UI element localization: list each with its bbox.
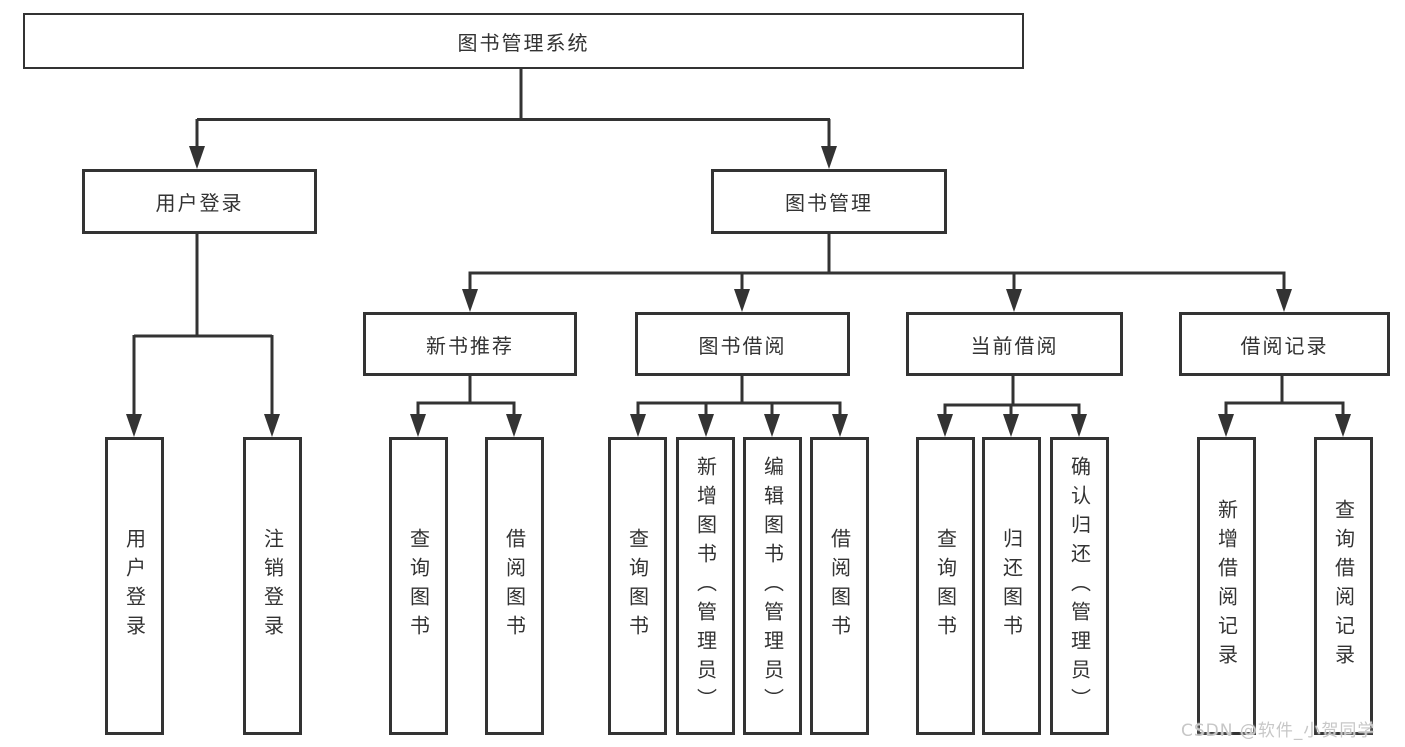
leaf-query-books-current: 查询图书 [916,437,975,735]
node-current-borrowing: 当前借阅 [906,312,1123,376]
node-root-library-system: 图书管理系统 [23,13,1024,69]
node-label: 用户登录 [155,191,244,215]
node-new-book-recommendation: 新书推荐 [363,312,577,376]
leaf-label: 新增借阅记录 [1214,499,1239,673]
leaf-label: 注销登录 [260,528,285,644]
node-label: 新书推荐 [426,333,514,358]
leaf-label: 新增图书（管理员） [693,455,718,717]
node-label: 图书管理 [785,191,873,215]
leaf-query-books-borrow: 查询图书 [608,437,667,735]
node-book-borrowing: 图书借阅 [635,312,850,376]
leaf-label: 查询图书 [406,528,431,644]
leaf-query-books-recommend: 查询图书 [389,437,448,735]
leaf-borrow-books-recommend: 借阅图书 [485,437,544,735]
leaf-label: 查询借阅记录 [1331,499,1356,673]
leaf-logout: 注销登录 [243,437,302,735]
csdn-watermark: CSDN @软件_小贺同学 [1181,721,1376,741]
leaf-label: 查询图书 [625,528,650,644]
node-borrowing-records: 借阅记录 [1179,312,1390,376]
leaf-user-login: 用户登录 [105,437,164,735]
leaf-label: 归还图书 [999,528,1024,644]
node-label: 图书管理系统 [457,30,590,55]
leaf-label: 借阅图书 [502,528,527,644]
leaf-query-borrow-record: 查询借阅记录 [1314,437,1373,735]
leaf-label: 用户登录 [122,528,147,644]
leaf-label: 确认归还（管理员） [1067,455,1092,717]
leaf-label: 查询图书 [933,528,958,644]
node-label: 借阅记录 [1240,333,1329,358]
leaf-edit-books-admin: 编辑图书（管理员） [743,437,802,735]
node-label: 当前借阅 [970,333,1059,358]
leaf-borrow-books: 借阅图书 [810,437,869,735]
node-book-management: 图书管理 [711,169,947,234]
node-label: 图书借阅 [698,333,787,358]
leaf-label: 借阅图书 [827,528,852,644]
node-user-login: 用户登录 [82,169,317,234]
leaf-add-borrow-record: 新增借阅记录 [1197,437,1256,735]
leaf-return-books: 归还图书 [982,437,1041,735]
leaf-label: 编辑图书（管理员） [760,455,785,717]
leaf-add-books-admin: 新增图书（管理员） [676,437,735,735]
leaf-confirm-return-admin: 确认归还（管理员） [1050,437,1109,735]
